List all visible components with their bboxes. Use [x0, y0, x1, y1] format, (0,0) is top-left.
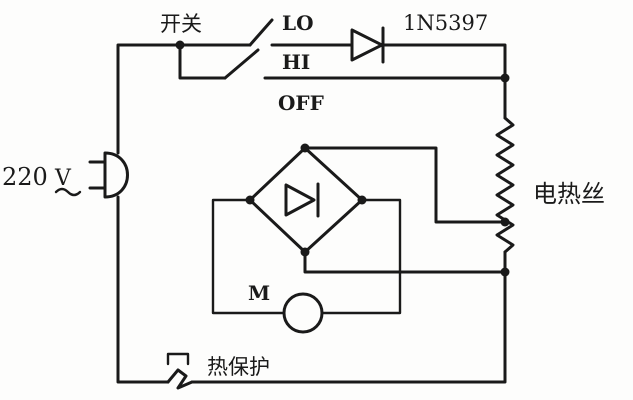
- ac-tilde-icon: [54, 187, 82, 197]
- motor-icon: [282, 292, 324, 334]
- dc-left-wire: [211, 198, 286, 315]
- off-label: OFF: [278, 91, 324, 115]
- switch-branch-wire: [178, 43, 227, 80]
- switch-hi-blade: [223, 48, 260, 80]
- bridge-diode-icon: [284, 182, 320, 218]
- voltage-value-label: 220: [2, 163, 48, 191]
- thermal-protector-icon: [166, 352, 194, 390]
- main-left-lower-wire: [116, 195, 170, 384]
- switch-lo-blade: [248, 18, 274, 47]
- power-plug-icon: [88, 151, 129, 199]
- bridge-ac-bottom-wire: [303, 250, 507, 274]
- bridge-ac-top-wire: [303, 146, 507, 224]
- heater-tap-node: [500, 217, 510, 227]
- right-return-wire: [190, 270, 507, 384]
- diode-1n5397-icon: [350, 26, 385, 64]
- thermal-protector-label: 热保护: [207, 355, 270, 379]
- lo-label: LO: [282, 11, 313, 35]
- bridge-rectifier: [245, 143, 367, 257]
- main-left-wire: [116, 43, 252, 155]
- voltage-unit-label: V: [54, 166, 72, 191]
- switch-label: 开关: [160, 12, 202, 36]
- diode-to-heater-wire: [381, 43, 507, 80]
- diode-label: 1N5397: [403, 11, 488, 35]
- junction-node: [175, 40, 185, 50]
- dc-right-wire: [320, 198, 402, 315]
- motor-label: M: [248, 281, 270, 305]
- heater-label: 电热丝: [533, 180, 605, 208]
- hi-label: HI: [282, 50, 310, 74]
- heater-coil-icon: [495, 116, 515, 254]
